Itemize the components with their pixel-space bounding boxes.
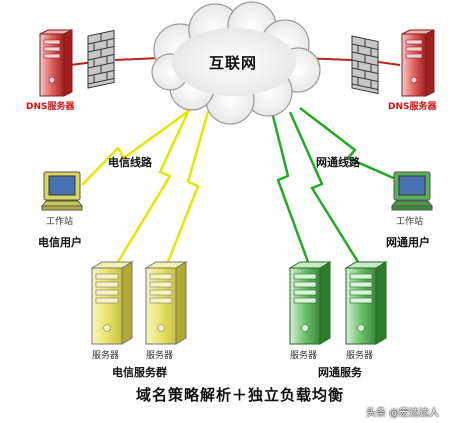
link-dns-right (377, 61, 401, 66)
internet-label: 互联网 (209, 54, 258, 72)
firewall-left (87, 29, 115, 89)
server-unicom-a-icon (288, 261, 332, 345)
server-telecom-b-icon (144, 261, 188, 345)
brick-icon (88, 33, 114, 85)
unicom-user-label: 网通用户 (386, 236, 430, 249)
dns-server-left-label: DNS服务器 (26, 102, 75, 112)
watermark: 头条 @宏达达人 (366, 408, 440, 419)
server-unicom-a-caption: 服务器 (290, 351, 318, 361)
telecom-line-label: 电信线路 (108, 156, 152, 169)
server-telecom-a-caption: 服务器 (92, 351, 120, 361)
link-fw-left (114, 57, 161, 61)
diagram-title: 域名策略解析＋独立负载均衡 (136, 386, 345, 404)
unicom-link-server-b (288, 111, 360, 263)
dns-server-right-icon (401, 29, 435, 97)
dns-server-left-icon (39, 29, 73, 97)
telecom-link-server-b (166, 111, 210, 263)
internet-cloud (151, 1, 321, 125)
server-unicom-b-icon (344, 261, 388, 345)
telecom-link-user (81, 108, 191, 186)
unicom-link-server-a (270, 111, 310, 263)
unicom-server-group-label: 网通服务 (318, 366, 362, 379)
telecom-user-label: 电信用户 (38, 236, 82, 249)
server-unicom-b-caption: 服务器 (346, 351, 374, 361)
workstation-unicom-caption: 工作站 (396, 217, 424, 227)
telecom-link-server-a (116, 111, 190, 263)
workstation-unicom-icon (390, 171, 434, 211)
server-telecom-a-icon (90, 261, 134, 345)
workstation-telecom-icon (40, 171, 84, 211)
telecom-lines (81, 108, 210, 263)
workstation-telecom-caption: 工作站 (46, 217, 74, 227)
server-telecom-b-caption: 服务器 (146, 351, 174, 361)
dns-server-right-label: DNS服务器 (388, 102, 437, 112)
unicom-link-user (299, 107, 399, 182)
firewall-right (351, 35, 379, 95)
unicom-lines (270, 107, 399, 263)
brick-icon (352, 38, 378, 91)
unicom-line-label: 网通线路 (316, 156, 360, 169)
telecom-server-group-label: 电信服务群 (112, 366, 167, 379)
